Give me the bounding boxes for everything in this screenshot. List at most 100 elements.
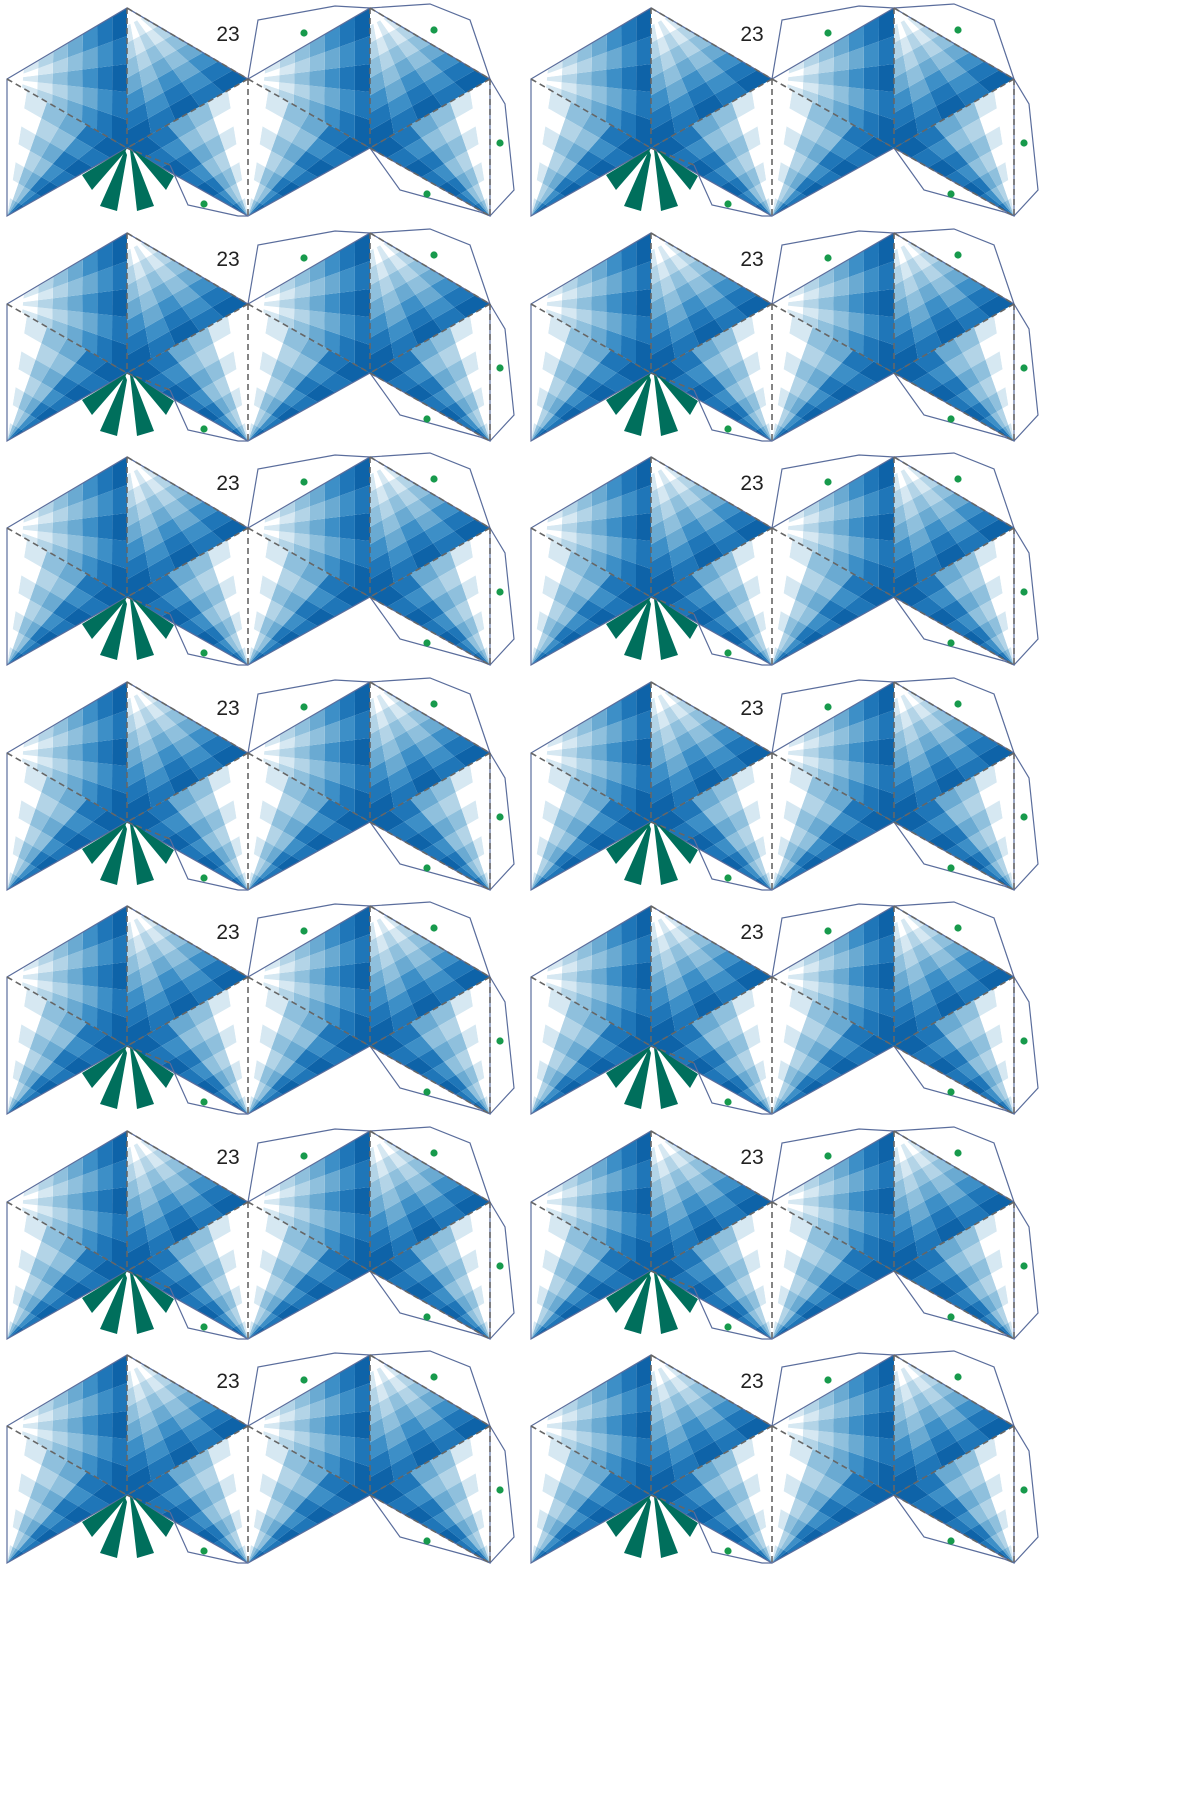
glue-flap-top bbox=[247, 5, 371, 80]
green-ray-shape bbox=[130, 1048, 154, 1109]
green-ray-shape bbox=[100, 1273, 127, 1334]
fold-line bbox=[369, 976, 491, 1047]
fold-line bbox=[650, 905, 773, 978]
glue-dot bbox=[947, 639, 955, 647]
fold-line bbox=[126, 527, 249, 598]
glue-dot bbox=[423, 190, 431, 198]
glue-dot bbox=[1020, 813, 1028, 821]
green-ray-shape bbox=[130, 1271, 174, 1313]
fold-line bbox=[369, 527, 491, 598]
fold-line bbox=[650, 1354, 773, 1427]
glue-dot bbox=[423, 1537, 431, 1545]
glue-dot bbox=[1020, 588, 1028, 596]
glue-flap-bottom-left bbox=[693, 838, 772, 891]
tile-number: 23 bbox=[740, 472, 763, 495]
green-ray-shape bbox=[606, 1271, 651, 1313]
green-ray-shape bbox=[606, 148, 651, 190]
tile-number: 23 bbox=[216, 1146, 239, 1169]
glue-flap-top-right bbox=[893, 677, 1015, 754]
glue-flap-top bbox=[247, 230, 371, 305]
glue-flap-top-right bbox=[369, 452, 491, 529]
fold-line bbox=[126, 905, 249, 978]
fold-line bbox=[247, 1201, 371, 1272]
glue-flap-right bbox=[489, 1425, 515, 1564]
glue-dot bbox=[824, 1152, 832, 1160]
glue-flap-right bbox=[489, 303, 515, 442]
fold-line bbox=[893, 7, 1015, 80]
glue-dot bbox=[200, 1547, 208, 1555]
tile-number: 23 bbox=[740, 1146, 763, 1169]
glue-dot bbox=[300, 1152, 308, 1160]
glue-flap-top-right bbox=[369, 1350, 491, 1427]
green-ray-shape bbox=[82, 1495, 127, 1537]
glue-flap-top-right bbox=[893, 452, 1015, 529]
glue-flap-top bbox=[247, 454, 371, 529]
fold-line bbox=[893, 976, 1015, 1047]
fold-line bbox=[126, 1045, 171, 1064]
glue-flap-top bbox=[771, 1352, 895, 1427]
green-ray-shape bbox=[130, 148, 174, 190]
glue-dot bbox=[423, 1313, 431, 1321]
glue-dot bbox=[954, 26, 962, 34]
fold-line bbox=[893, 78, 1015, 149]
glue-flap-right bbox=[1013, 1425, 1039, 1564]
fold-line bbox=[126, 372, 171, 391]
fold-line bbox=[369, 1045, 491, 1115]
tile-number: 23 bbox=[216, 23, 239, 46]
fold-line bbox=[893, 1130, 1015, 1203]
glue-flap-bottom-left bbox=[693, 1511, 772, 1564]
glue-dot bbox=[200, 649, 208, 657]
fold-line bbox=[126, 1354, 249, 1427]
tile: 23 bbox=[6, 228, 515, 443]
green-ray-shape bbox=[100, 1497, 127, 1558]
glue-dot bbox=[423, 864, 431, 872]
tile: 23 bbox=[6, 1126, 515, 1341]
green-ray-shape bbox=[130, 597, 174, 639]
tile-number: 23 bbox=[216, 921, 239, 944]
glue-dot bbox=[1020, 1037, 1028, 1045]
fold-line bbox=[6, 752, 128, 823]
fold-line bbox=[530, 1201, 652, 1272]
green-ray-shape bbox=[624, 1048, 651, 1109]
fold-line bbox=[247, 527, 371, 598]
tile: 23 bbox=[6, 452, 515, 667]
fold-line bbox=[6, 1201, 128, 1272]
glue-flap-top-right bbox=[893, 901, 1015, 978]
green-ray-shape bbox=[654, 1046, 698, 1088]
fold-line bbox=[369, 147, 491, 217]
glue-flap-bottom-left bbox=[169, 389, 248, 442]
green-ray-shape bbox=[606, 373, 651, 415]
fold-line bbox=[126, 1270, 171, 1289]
fold-line bbox=[369, 78, 491, 149]
fold-line bbox=[369, 596, 491, 666]
glue-dot bbox=[300, 1376, 308, 1384]
fold-line bbox=[126, 596, 171, 615]
green-ray-shape bbox=[654, 1273, 678, 1334]
fold-line bbox=[650, 1425, 773, 1496]
tile: 23 bbox=[530, 677, 1039, 892]
fold-line bbox=[650, 303, 773, 374]
tile: 23 bbox=[530, 1126, 1039, 1341]
green-ray-shape bbox=[624, 1497, 651, 1558]
glue-flap-top bbox=[771, 5, 895, 80]
fold-line bbox=[6, 976, 128, 1047]
tile-number: 23 bbox=[216, 1370, 239, 1393]
glue-flap-right bbox=[1013, 1201, 1039, 1340]
fold-line bbox=[650, 752, 773, 823]
tile-number: 23 bbox=[740, 248, 763, 271]
fold-line bbox=[650, 456, 773, 529]
green-ray-shape bbox=[654, 1495, 698, 1537]
glue-dot bbox=[300, 29, 308, 37]
glue-flap-top bbox=[771, 1128, 895, 1203]
glue-flap-top-right bbox=[893, 228, 1015, 305]
glue-flap-right bbox=[1013, 752, 1039, 891]
fold-line bbox=[650, 78, 773, 149]
glue-dot bbox=[423, 639, 431, 647]
glue-dot bbox=[954, 1149, 962, 1157]
green-ray-shape bbox=[654, 1497, 678, 1558]
fold-line bbox=[126, 1130, 249, 1203]
glue-dot bbox=[423, 415, 431, 423]
tile: 23 bbox=[530, 1350, 1039, 1565]
glue-dot bbox=[954, 924, 962, 932]
glue-dot bbox=[947, 415, 955, 423]
